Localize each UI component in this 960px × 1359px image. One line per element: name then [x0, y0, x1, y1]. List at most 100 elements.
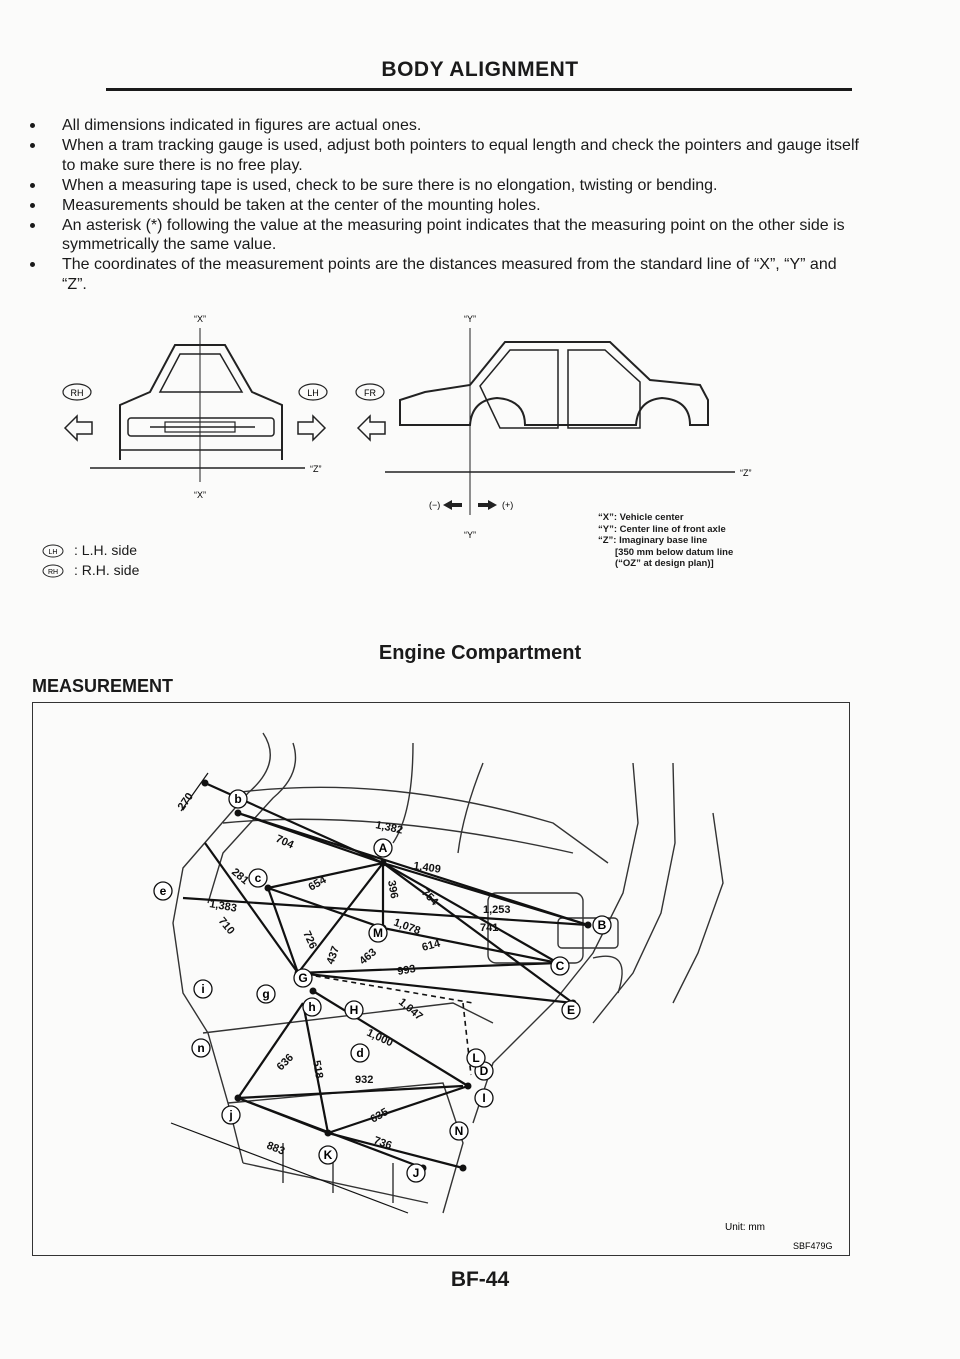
bullet-icon	[30, 182, 35, 188]
dimension-label: 1,409	[413, 860, 442, 876]
svg-text:H: H	[350, 1003, 359, 1017]
title-rule	[106, 88, 852, 91]
note-item: Measurements should be taken at the cent…	[30, 196, 860, 216]
bullet-icon	[30, 262, 35, 267]
car-front-view	[119, 344, 283, 460]
dimension-label: 726	[300, 929, 319, 951]
point-label-i: I	[474, 1088, 494, 1108]
rh-badge-icon: RH	[42, 564, 64, 578]
note-item: The coordinates of the measurement point…	[30, 255, 860, 294]
arrow-left-icon	[63, 414, 93, 442]
dimension-label: 932	[355, 1074, 373, 1086]
point-label-j: J	[406, 1163, 426, 1183]
axis-x-top-label: “X”	[194, 314, 206, 324]
note-item: All dimensions indicated in figures are …	[30, 116, 860, 136]
svg-text:LH: LH	[49, 549, 58, 556]
point-labels: A B C D E G H I J K L M N b c d e g h i …	[153, 789, 612, 1183]
bullet-icon	[30, 222, 35, 228]
rh-badge: RH	[62, 383, 92, 401]
point-label-l: L	[466, 1048, 486, 1068]
page-number: BF-44	[450, 1268, 510, 1291]
point-label-m: M	[368, 923, 388, 943]
point-label-i-small: i	[193, 979, 213, 999]
lh-badge-icon: LH	[42, 544, 64, 558]
dimension-label: 710	[216, 915, 237, 937]
svg-text:D: D	[480, 1064, 489, 1078]
point-label-c: C	[550, 956, 570, 976]
dimension-label: 1,078	[392, 917, 422, 938]
dimension-label: 741	[480, 922, 498, 934]
svg-text:I: I	[482, 1091, 485, 1105]
plus-direction-label: (+)	[502, 500, 513, 510]
dimension-label: 754	[419, 887, 441, 909]
point-label-e: E	[561, 1000, 581, 1020]
dimension-label: 396	[385, 879, 400, 899]
notes-list: All dimensions indicated in figures are …	[30, 116, 860, 295]
svg-text:e: e	[160, 884, 167, 898]
body-structure	[172, 732, 724, 1214]
note-item: When a measuring tape is used, check to …	[30, 176, 860, 196]
svg-text:FR: FR	[364, 388, 376, 398]
arrow-left-icon	[443, 500, 462, 510]
dashed-measurement-line	[462, 1002, 472, 1076]
dimension-label: 518	[310, 1059, 325, 1079]
svg-text:g: g	[262, 987, 269, 1001]
fr-badge: FR	[355, 383, 385, 401]
dimension-label: 463	[357, 946, 379, 967]
point-label-b-small: b	[228, 789, 248, 809]
overall-width-line	[170, 1122, 409, 1214]
dimension-label: 281	[229, 866, 251, 887]
point-label-h: H	[344, 1000, 364, 1020]
point-label-g-small: g	[256, 984, 276, 1004]
axis-legend-line: “Z”: Imaginary base line	[598, 535, 708, 546]
page-title: BODY ALIGNMENT	[381, 58, 579, 81]
axis-legend-line: (“OZ” at design plan)]	[615, 558, 714, 569]
dimension-label: 1,382	[374, 819, 403, 836]
dimension-leader	[180, 772, 209, 812]
axis-legend-line: “Y”: Center line of front axle	[598, 523, 726, 535]
engine-compartment-drawing: A B C D E G H I J K L M N b c d e g h i …	[153, 732, 833, 1251]
svg-text:n: n	[197, 1041, 204, 1055]
arrow-forward-icon	[356, 414, 386, 442]
dimension-label: 1,000	[365, 1027, 395, 1050]
figure-code: SBF479G	[793, 1241, 833, 1251]
note-item: An asterisk (*) following the value at t…	[30, 216, 860, 255]
svg-text:B: B	[598, 918, 607, 932]
dimension-label: 736	[372, 1135, 393, 1153]
dimension-label: 437	[325, 945, 343, 966]
svg-text:c: c	[255, 871, 262, 885]
svg-text:d: d	[356, 1046, 363, 1060]
arrow-right-icon	[297, 414, 327, 442]
svg-text:M: M	[373, 926, 383, 940]
point-label-n: N	[449, 1121, 469, 1141]
dimension-label: 636	[275, 1052, 296, 1073]
svg-text:h: h	[308, 1000, 315, 1014]
minus-direction-label: (−)	[429, 500, 440, 510]
svg-text:N: N	[455, 1124, 464, 1138]
svg-text:J: J	[413, 1166, 420, 1180]
svg-text:L: L	[472, 1051, 479, 1065]
bullet-icon	[30, 123, 35, 128]
section-title: Engine Compartment	[378, 642, 582, 664]
car-side-view	[399, 341, 709, 429]
axis-z-front-label: “Z”	[310, 464, 322, 474]
note-item: When a tram tracking gauge is used, adju…	[30, 136, 860, 175]
point-label-d-small: d	[350, 1043, 370, 1063]
unit-label: Unit: mm	[725, 1222, 765, 1233]
point-label-g: G	[293, 968, 313, 988]
dimension-label: 993	[396, 963, 416, 978]
svg-text:j: j	[228, 1108, 232, 1122]
svg-text:K: K	[324, 1148, 333, 1162]
svg-text:E: E	[567, 1003, 575, 1017]
point-label-k: K	[318, 1145, 338, 1165]
dimension-label: 614	[421, 937, 443, 954]
point-label-n-small: n	[191, 1038, 211, 1058]
bullet-icon	[30, 143, 35, 148]
axis-z-side-label: “Z”	[740, 468, 752, 478]
svg-text:RH: RH	[71, 388, 84, 398]
lh-badge: LH	[298, 383, 328, 401]
dimension-label: 1,253	[483, 904, 511, 916]
point-label-c-small: c	[248, 868, 268, 888]
svg-text:G: G	[298, 971, 307, 985]
axis-legend: “X”: Vehicle center “Y”: Center line of …	[598, 512, 733, 570]
